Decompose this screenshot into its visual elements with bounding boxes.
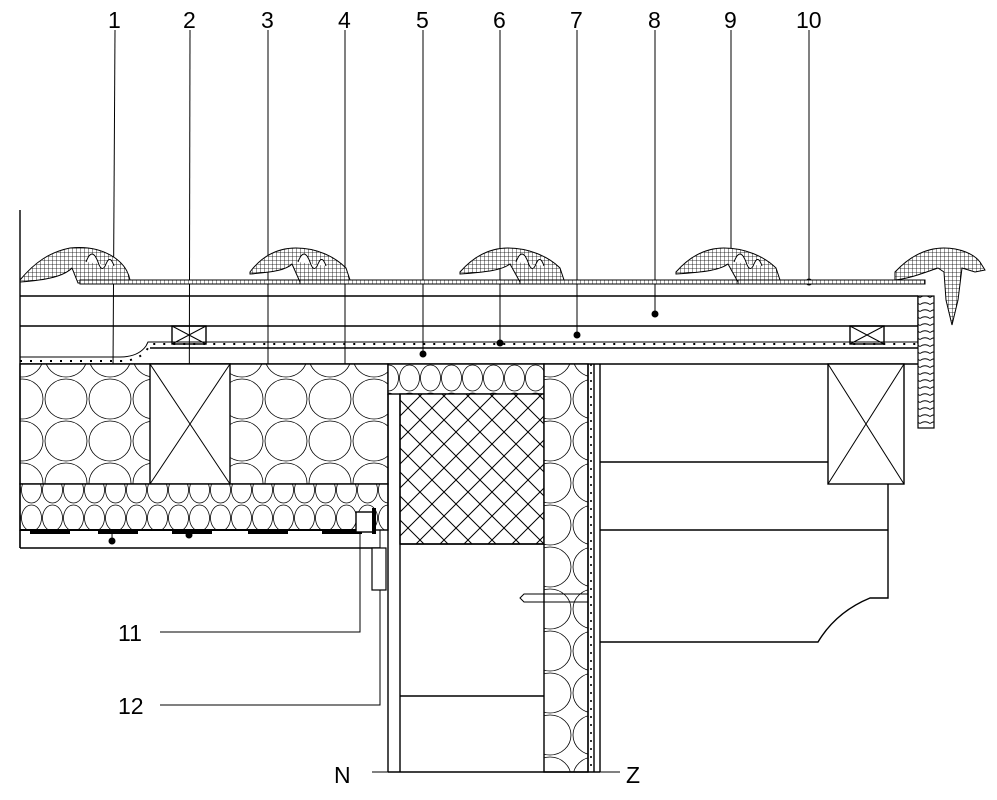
callout-7: 7 bbox=[570, 7, 583, 33]
callout-labels: 1 2 3 4 5 6 7 8 9 10 11 12 N Z bbox=[108, 7, 822, 788]
callout-10: 10 bbox=[796, 7, 822, 33]
callout-3: 3 bbox=[261, 7, 274, 33]
interior-side-label: N bbox=[334, 762, 351, 788]
callout-1: 1 bbox=[108, 7, 121, 33]
roof-tiles bbox=[19, 247, 986, 326]
wall-insulation bbox=[388, 363, 601, 773]
callout-12: 12 bbox=[118, 693, 144, 719]
callout-2: 2 bbox=[183, 7, 196, 33]
wall-plate bbox=[387, 363, 545, 772]
leader-lines bbox=[111, 29, 810, 773]
rafter-tail bbox=[600, 363, 905, 643]
callout-4: 4 bbox=[338, 7, 351, 33]
roof-boards bbox=[20, 295, 935, 429]
rafter-layer bbox=[19, 363, 389, 591]
exterior-side-label: Z bbox=[626, 762, 640, 788]
waterproof-membrane bbox=[20, 341, 918, 365]
callout-11: 11 bbox=[118, 620, 142, 646]
callout-5: 5 bbox=[416, 7, 429, 33]
callout-9: 9 bbox=[724, 7, 737, 33]
callout-8: 8 bbox=[648, 7, 661, 33]
callout-6: 6 bbox=[493, 7, 506, 33]
